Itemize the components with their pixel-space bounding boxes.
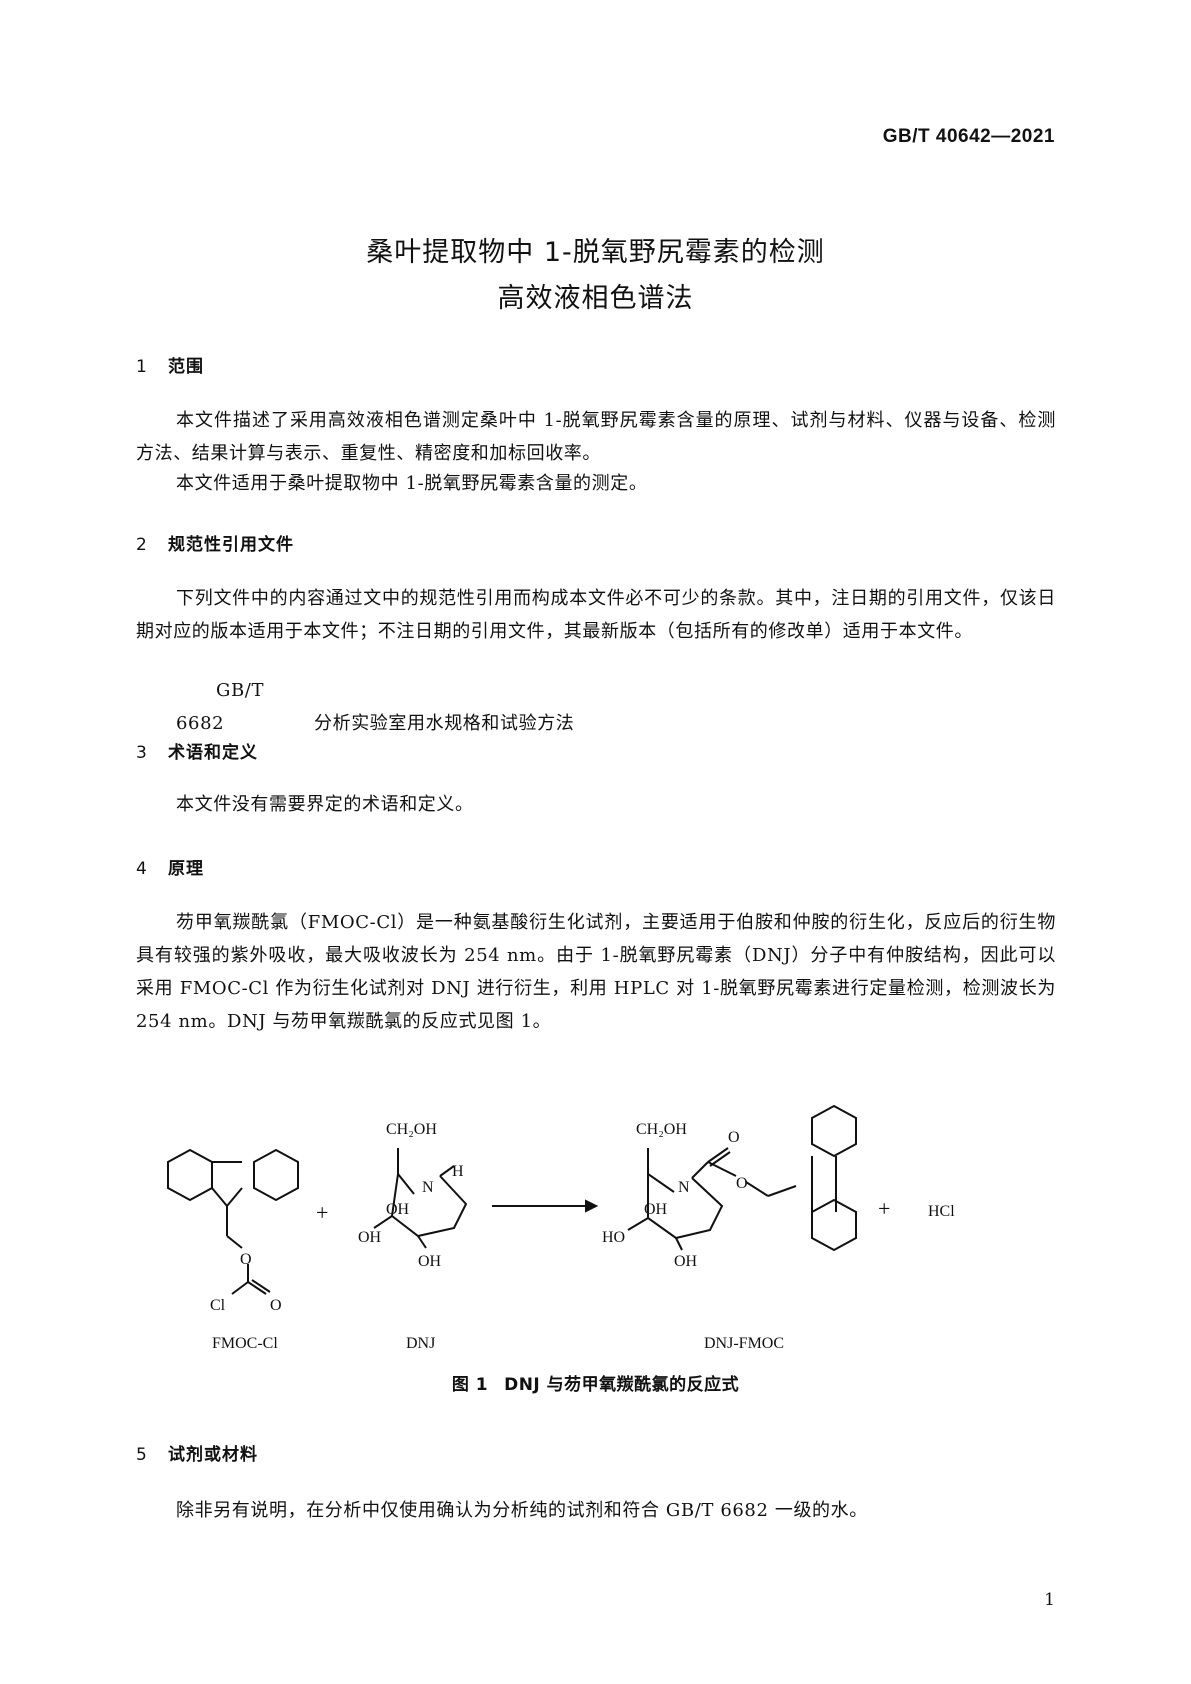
references-paragraph: 下列文件中的内容通过文中的规范性引用而构成本文件必不可少的条款。其中，注日期的引… xyxy=(136,588,1056,642)
dnj-fmoc-oh-label-2: OH xyxy=(674,1253,698,1270)
reaction-scheme-figure: O Cl O FMOC-Cl + CH₂OH N H OH OH OH DNJ xyxy=(136,1096,1056,1356)
reaction-scheme-svg: O Cl O FMOC-Cl + CH₂OH N H OH OH OH DNJ xyxy=(167,1104,955,1352)
figure-caption-text: DNJ 与芴甲氧羰酰氯的反应式 xyxy=(504,1375,740,1395)
section-heading-reagents: 5 试剂或材料 xyxy=(136,1440,258,1465)
document-title-line1: 桑叶提取物中 1-脱氧野尻霉素的检测 xyxy=(366,237,825,268)
dnj-fmoc-name: DNJ-FMOC xyxy=(704,1335,784,1352)
document-title-line2: 高效液相色谱法 xyxy=(497,283,694,314)
scope-paragraph-2: 本文件适用于桑叶提取物中 1-脱氧野尻霉素含量的测定。 xyxy=(176,473,648,494)
dnj-name: DNJ xyxy=(406,1335,435,1352)
dnj-oh-label-1: OH xyxy=(386,1201,410,1218)
standard-number: GB/T 40642—2021 xyxy=(882,126,1055,147)
fmoc-cl-structure xyxy=(167,1148,299,1295)
reaction-arrow xyxy=(492,1199,599,1213)
fmoc-cl-atom-label: Cl xyxy=(210,1297,226,1314)
scope-paragraph-1: 本文件描述了采用高效液相色谱测定桑叶中 1-脱氧野尻霉素含量的原理、试剂与材料、… xyxy=(136,410,1056,464)
plus-sign-1: + xyxy=(316,1200,328,1225)
section-number: 3 xyxy=(136,743,148,763)
dnj-fmoc-ch2oh-label: CH₂OH xyxy=(636,1121,687,1138)
terms-paragraph: 本文件没有需要界定的术语和定义。 xyxy=(176,794,474,815)
section-heading-scope: 1 范围 xyxy=(136,352,204,377)
dnj-structure xyxy=(373,1148,468,1249)
plus-sign-2: + xyxy=(878,1196,890,1221)
principle-paragraph: 芴甲氧羰酰氯（FMOC-Cl）是一种氨基酸衍生化试剂，主要适用于伯胺和仲胺的衍生… xyxy=(136,912,1056,1032)
figure-number: 图 1 xyxy=(451,1375,489,1395)
fmoc-cl-name: FMOC-Cl xyxy=(212,1335,278,1352)
section-title: 试剂或材料 xyxy=(168,1445,258,1465)
dnj-fmoc-structure xyxy=(627,1104,857,1252)
section-heading-normative-references: 2 规范性引用文件 xyxy=(136,530,294,555)
dnj-oh-label-3: OH xyxy=(418,1253,442,1270)
section-number: 4 xyxy=(136,859,148,879)
page-number: 1 xyxy=(1044,1590,1055,1610)
reference-entry: GB/T 6682 分析实验室用水规格和试验方法 xyxy=(136,674,1056,740)
fmoc-o2-label: O xyxy=(270,1297,282,1314)
section-number: 5 xyxy=(136,1445,148,1465)
reference-code: GB/T 6682 xyxy=(176,680,265,734)
section-number: 1 xyxy=(136,357,148,377)
dnj-oh-label-2: OH xyxy=(358,1229,382,1246)
dnj-fmoc-ho-label: HO xyxy=(602,1229,625,1246)
dnj-n-label: N xyxy=(422,1179,434,1196)
reference-title: 分析实验室用水规格和试验方法 xyxy=(314,713,575,734)
section-heading-principle: 4 原理 xyxy=(136,854,204,879)
dnj-fmoc-ester-o-label: O xyxy=(736,1175,748,1192)
dnj-fmoc-n-label: N xyxy=(678,1179,690,1196)
section-title: 范围 xyxy=(168,357,204,377)
figure-caption: 图 1 DNJ 与芴甲氧羰酰氯的反应式 xyxy=(0,1370,1191,1395)
section-title: 规范性引用文件 xyxy=(168,535,294,555)
reagents-paragraph: 除非另有说明，在分析中仅使用确认为分析纯的试剂和符合 GB/T 6682 一级的… xyxy=(176,1500,868,1521)
section-title: 术语和定义 xyxy=(168,743,258,763)
section-title: 原理 xyxy=(168,859,204,879)
fmoc-o-label: O xyxy=(240,1251,252,1268)
dnj-fmoc-carbonyl-o-label: O xyxy=(728,1129,740,1146)
section-number: 2 xyxy=(136,535,148,555)
hcl-label: HCl xyxy=(928,1203,955,1220)
dnj-ch2oh-label: CH₂OH xyxy=(386,1121,437,1138)
dnj-h-label: H xyxy=(452,1163,464,1180)
section-heading-terms: 3 术语和定义 xyxy=(136,738,258,763)
dnj-fmoc-oh-label-1: OH xyxy=(644,1201,668,1218)
